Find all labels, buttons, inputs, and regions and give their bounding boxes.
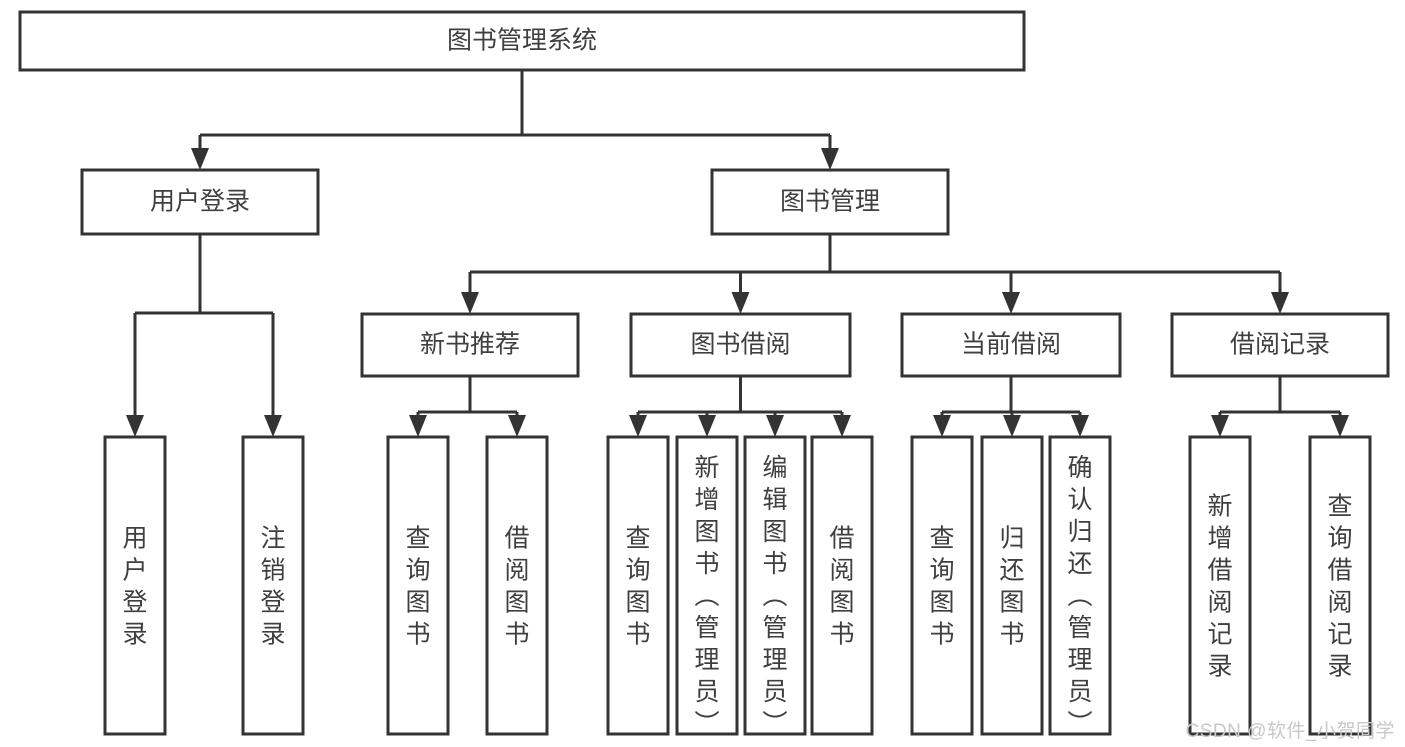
node-box-rect[interactable] bbox=[606, 435, 670, 736]
node-label: 借阅图书 bbox=[504, 524, 529, 648]
node-box-rect[interactable] bbox=[1170, 312, 1390, 378]
node-level2-0[interactable]: 用户登录 bbox=[80, 168, 320, 236]
node-label: 编辑图书︵管理员︶ bbox=[762, 454, 787, 738]
arrow-head-icon bbox=[1071, 415, 1089, 437]
arrow-head-icon bbox=[126, 415, 144, 437]
node-label: 查询借阅记录 bbox=[1327, 492, 1352, 680]
node-box-rect[interactable] bbox=[1308, 435, 1372, 736]
node-level2-1[interactable]: 图书管理 bbox=[710, 168, 950, 236]
node-level3-2[interactable]: 当前借阅 bbox=[900, 312, 1122, 378]
node-box-rect[interactable] bbox=[1188, 435, 1252, 736]
node-box-rect[interactable] bbox=[810, 435, 874, 736]
arrow-head-icon bbox=[731, 292, 750, 314]
node-label: 新书推荐 bbox=[420, 331, 520, 359]
node-box-rect[interactable] bbox=[710, 168, 950, 236]
node-label: 新增借阅记录 bbox=[1207, 492, 1232, 680]
watermark-label: CSDN @软件_小贺同学 bbox=[1185, 721, 1395, 742]
node-label: 用户登录 bbox=[122, 524, 147, 648]
arrow-head-icon bbox=[508, 415, 526, 437]
node-box-rect[interactable] bbox=[360, 312, 580, 378]
node-label: 查询图书 bbox=[929, 524, 954, 648]
nodes-layer: 图书管理系统用户登录图书管理新书推荐图书借阅当前借阅借阅记录用户登录注销登录查询… bbox=[18, 10, 1390, 738]
node-box-rect[interactable] bbox=[900, 312, 1122, 378]
arrow-head-icon bbox=[264, 415, 282, 437]
node-leaf-11[interactable]: 新增借阅记录 bbox=[1188, 435, 1252, 736]
node-label: 借阅记录 bbox=[1230, 331, 1330, 359]
node-leaf-8[interactable]: 查询图书 bbox=[910, 435, 974, 736]
node-box-rect[interactable] bbox=[675, 435, 739, 736]
node-leaf-9[interactable]: 归还图书 bbox=[980, 435, 1044, 736]
connectors-layer bbox=[126, 70, 1349, 437]
arrow-head-icon bbox=[409, 415, 427, 437]
arrow-head-icon bbox=[629, 415, 647, 437]
node-leaf-10[interactable]: 确认归还︵管理员︶ bbox=[1048, 435, 1112, 738]
node-label: 图书借阅 bbox=[690, 331, 790, 359]
node-box-rect[interactable] bbox=[743, 435, 807, 736]
node-box-rect[interactable] bbox=[629, 312, 852, 378]
arrow-head-icon bbox=[1002, 292, 1020, 314]
node-label: 查询图书 bbox=[405, 524, 430, 648]
node-label: 图书管理系统 bbox=[447, 27, 597, 55]
node-leaf-7[interactable]: 借阅图书 bbox=[810, 435, 874, 736]
node-label: 当前借阅 bbox=[961, 331, 1061, 359]
node-leaf-4[interactable]: 查询图书 bbox=[606, 435, 670, 736]
node-leaf-2[interactable]: 查询图书 bbox=[386, 435, 450, 736]
arrow-head-icon bbox=[1331, 415, 1349, 437]
node-label: 新增图书︵管理员︶ bbox=[694, 454, 719, 738]
arrow-head-icon bbox=[833, 415, 851, 437]
node-box-rect[interactable] bbox=[980, 435, 1044, 736]
node-leaf-3[interactable]: 借阅图书 bbox=[485, 435, 549, 736]
arrow-head-icon bbox=[698, 415, 716, 437]
node-root[interactable]: 图书管理系统 bbox=[18, 10, 1026, 72]
node-box-rect[interactable] bbox=[1048, 435, 1112, 736]
arrow-head-icon bbox=[821, 148, 839, 170]
node-box-rect[interactable] bbox=[910, 435, 974, 736]
arrow-head-icon bbox=[191, 148, 209, 170]
node-label: 注销登录 bbox=[260, 524, 285, 648]
node-label: 归还图书 bbox=[999, 524, 1024, 648]
arrow-head-icon bbox=[1211, 415, 1229, 437]
node-box-rect[interactable] bbox=[18, 10, 1026, 72]
node-box-rect[interactable] bbox=[103, 435, 167, 736]
node-label: 确认归还︵管理员︶ bbox=[1067, 454, 1092, 738]
node-level3-0[interactable]: 新书推荐 bbox=[360, 312, 580, 378]
arrow-head-icon bbox=[1271, 292, 1289, 314]
arrow-head-icon bbox=[766, 415, 784, 437]
node-leaf-1[interactable]: 注销登录 bbox=[241, 435, 305, 736]
node-leaf-12[interactable]: 查询借阅记录 bbox=[1308, 435, 1372, 736]
node-leaf-5[interactable]: 新增图书︵管理员︶ bbox=[675, 435, 739, 738]
node-level3-1[interactable]: 图书借阅 bbox=[629, 312, 852, 378]
node-level3-3[interactable]: 借阅记录 bbox=[1170, 312, 1390, 378]
node-box-rect[interactable] bbox=[485, 435, 549, 736]
node-box-rect[interactable] bbox=[80, 168, 320, 236]
node-label: 借阅图书 bbox=[829, 524, 854, 648]
node-box-rect[interactable] bbox=[386, 435, 450, 736]
node-label: 查询图书 bbox=[625, 524, 650, 648]
node-label: 图书管理 bbox=[780, 188, 880, 216]
node-leaf-0[interactable]: 用户登录 bbox=[103, 435, 167, 736]
arrow-head-icon bbox=[461, 292, 479, 314]
node-label: 用户登录 bbox=[150, 188, 250, 216]
arrow-head-icon bbox=[1003, 415, 1021, 437]
node-box-rect[interactable] bbox=[241, 435, 305, 736]
arrow-head-icon bbox=[933, 415, 951, 437]
node-leaf-6[interactable]: 编辑图书︵管理员︶ bbox=[743, 435, 807, 738]
